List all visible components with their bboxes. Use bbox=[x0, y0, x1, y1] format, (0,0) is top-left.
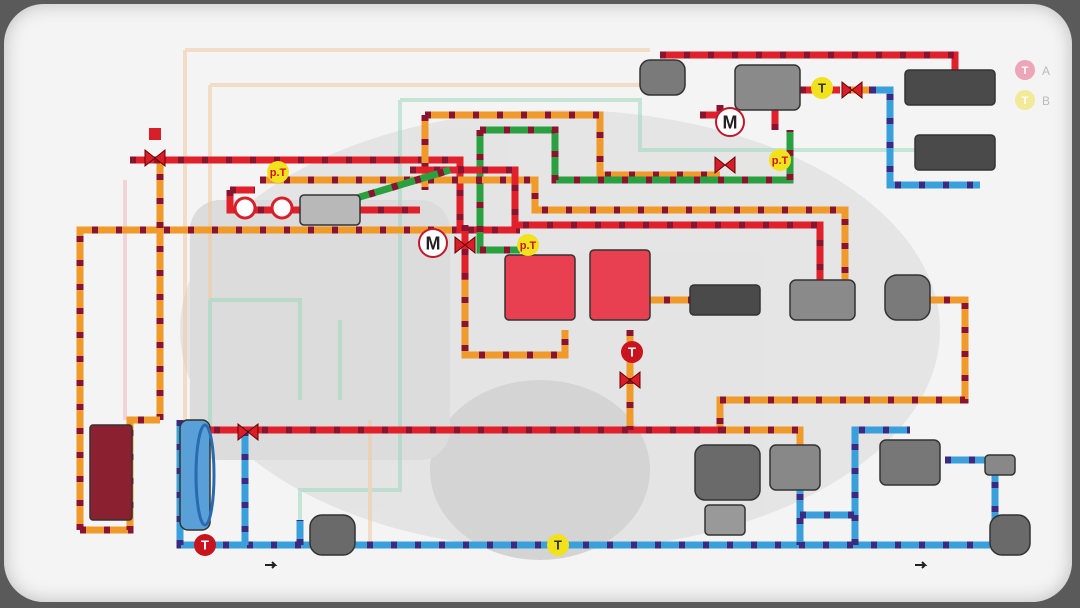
valve-icon bbox=[714, 155, 736, 175]
temp-sensor-badge: T bbox=[547, 534, 569, 556]
svg-text:T: T bbox=[1022, 95, 1029, 107]
coolant-pipe-blue bbox=[870, 86, 980, 189]
dc-converter bbox=[984, 454, 1016, 476]
electric-pump-3 bbox=[989, 514, 1031, 556]
valve-icon bbox=[841, 80, 863, 100]
svg-text:p.T: p.T bbox=[772, 155, 789, 167]
radiator bbox=[89, 424, 133, 521]
coolant-pipe-orange bbox=[76, 226, 460, 530]
svg-text:B: B bbox=[1042, 94, 1050, 108]
coolant-pipe-orange bbox=[716, 296, 969, 430]
coolant-pipe-blue bbox=[796, 426, 910, 545]
coolant-pipe-red bbox=[410, 166, 824, 290]
valve-icon bbox=[237, 422, 259, 442]
motor-badge: M bbox=[418, 228, 448, 258]
valve-icon bbox=[144, 148, 166, 168]
chiller-2 bbox=[789, 279, 856, 321]
power-electronics bbox=[769, 444, 821, 491]
temp-sensor-badge: T bbox=[194, 534, 216, 556]
valve-actuator-icon bbox=[149, 128, 161, 140]
pump-icon bbox=[270, 196, 294, 220]
svg-text:T: T bbox=[554, 538, 562, 553]
temp-sensor-badge: T bbox=[621, 341, 643, 363]
evaporator bbox=[589, 249, 651, 321]
svg-text:T: T bbox=[818, 81, 826, 96]
charger bbox=[879, 439, 941, 486]
battery-module-2 bbox=[914, 134, 996, 171]
electric-pump-4 bbox=[309, 514, 356, 556]
svg-text:M: M bbox=[723, 112, 738, 132]
pressure-temp-sensor-badge: p.T bbox=[517, 234, 539, 256]
electric-pump-2 bbox=[884, 274, 931, 321]
heat-exchanger bbox=[299, 194, 361, 226]
valve-icon bbox=[454, 235, 476, 255]
svg-text:A: A bbox=[1042, 64, 1050, 78]
faint-lines bbox=[123, 48, 955, 545]
pump-icon bbox=[233, 196, 257, 220]
coolant-pipe-red bbox=[660, 51, 959, 70]
svg-text:p.T: p.T bbox=[270, 167, 287, 179]
flow-arrow-icon bbox=[915, 561, 928, 569]
pressure-temp-sensor-badge: p.T bbox=[267, 161, 289, 183]
battery-module-3 bbox=[689, 284, 761, 316]
temp-sensor-badge: T bbox=[811, 77, 833, 99]
inverter bbox=[704, 504, 746, 536]
svg-text:T: T bbox=[628, 345, 636, 360]
fan-icon bbox=[194, 423, 216, 527]
chiller bbox=[734, 64, 801, 111]
valve-icon bbox=[619, 370, 641, 390]
heater-core bbox=[504, 254, 576, 321]
coolant-pipe-red bbox=[130, 156, 520, 234]
coolant-pipe-orange bbox=[461, 225, 569, 359]
electric-motor bbox=[694, 444, 761, 501]
flow-arrow-icon bbox=[265, 561, 278, 569]
svg-text:p.T: p.T bbox=[520, 240, 537, 252]
svg-text:M: M bbox=[426, 233, 441, 253]
battery-module-1 bbox=[904, 69, 996, 106]
coolant-pipe-orange bbox=[260, 176, 849, 290]
pressure-temp-sensor-badge: p.T bbox=[769, 149, 791, 171]
svg-text:T: T bbox=[201, 538, 209, 553]
motor-badge: M bbox=[715, 107, 745, 137]
electric-pump bbox=[639, 59, 686, 96]
svg-text:T: T bbox=[1022, 65, 1029, 77]
